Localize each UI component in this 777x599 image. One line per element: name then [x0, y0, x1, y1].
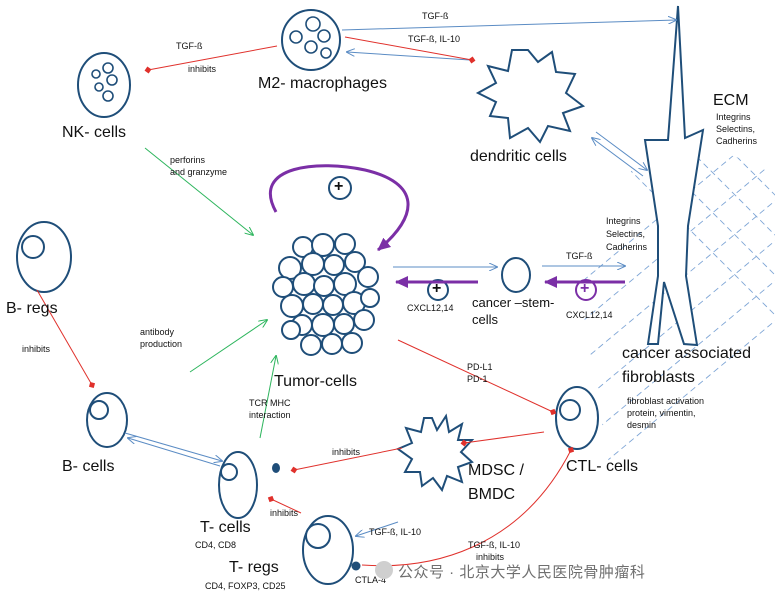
plus-badge-tumor: [427, 279, 449, 301]
watermark-text: 公众号 · 北京大学人民医院骨肿瘤科: [398, 564, 646, 581]
treg-tgf-il10-label: TGF-ß, IL-10: [369, 527, 422, 537]
caf-markers-line3: desmin: [627, 420, 657, 430]
dendritic-cell-shape: [475, 49, 586, 144]
caf-markers-line2: protein, vimentin,: [627, 408, 696, 418]
nk-inhibits-label: inhibits: [188, 64, 217, 74]
ecm-label: ECM: [713, 92, 749, 109]
t-cells-markers-label: CD4, CD8: [195, 540, 237, 550]
caf-cadherins-label: Cadherins: [606, 242, 648, 252]
b-regs-inhibits-label: inhibits: [22, 344, 51, 354]
cancer-stem-cells-label-line2: cells: [472, 312, 499, 327]
antibody-label-line1: antibody: [140, 327, 175, 337]
tgf-il10-top-label: TGF-ß, IL-10: [408, 34, 461, 44]
caf-integrins-label: Integrins: [606, 216, 641, 226]
mdsc-cell-shape: [395, 413, 475, 493]
pd-l1-label: PD-L1: [467, 362, 493, 372]
plus-badge-stem: [575, 279, 597, 301]
nk-tgf-label: TGF-ß: [176, 41, 203, 51]
t-reg-cell-shape: [302, 515, 361, 585]
ctl-cells-label: CTL- cells: [566, 458, 639, 475]
b-cells-label: B- cells: [62, 458, 115, 475]
caf-tgf-label: TGF-ß: [566, 251, 593, 261]
plus-badge-top: [328, 176, 352, 200]
watermark-logo-icon: [375, 561, 393, 579]
m2-macrophages-label: M2- macrophages: [258, 75, 387, 92]
tumor-cells-label: Tumor-cells: [274, 373, 357, 390]
tumor-cell-cluster: [272, 233, 380, 356]
cxcl-right-label: CXCL12,14: [566, 310, 613, 320]
ecm-fibroblast-shape: [643, 5, 705, 347]
ctl-tgf-il10-label: TGF-ß, IL-10: [468, 540, 521, 550]
cancer-stem-cell-shape: [501, 257, 531, 293]
caf-label-line2: fibroblasts: [622, 369, 695, 386]
ctl-cell-shape: [555, 386, 599, 450]
green-promoting-arrows: [144, 147, 276, 439]
b-cell-shape: [86, 392, 128, 448]
t-cells-label: T- cells: [200, 519, 251, 536]
mdsc-inhibits-label: inhibits: [332, 447, 361, 457]
plus-sign-top: +: [334, 178, 344, 195]
ecm-integrins-label: Integrins: [716, 112, 751, 122]
ctla4-label: CTLA-4: [355, 575, 387, 585]
perforins-label-line2: and granzyme: [170, 167, 228, 177]
ctla4-receptor: [351, 561, 361, 571]
ecm-selectins-label: Selectins,: [716, 124, 756, 134]
mdsc-label-line2: BMDC: [468, 486, 516, 503]
tcr-label-line2: interaction: [249, 410, 291, 420]
t-cell-receptor: [272, 463, 280, 473]
cxcl-left-label: CXCL12,14: [407, 303, 454, 313]
t-regs-markers-label: CD4, FOXP3, CD25: [205, 581, 286, 591]
caf-selectins-label: Selectins,: [606, 229, 646, 239]
ctl-inhibits-label: inhibits: [476, 552, 505, 562]
mdsc-label-line1: MDSC /: [468, 462, 524, 479]
blue-arrows: [124, 20, 676, 536]
perforins-label-line1: perforins: [170, 155, 206, 165]
treg-inhibits-label: inhibits: [270, 508, 299, 518]
pd-1-label: PD-1: [467, 374, 488, 384]
t-cell-shape: [218, 451, 280, 519]
self-renewal-loop: [268, 164, 410, 252]
antibody-label-line2: production: [140, 339, 183, 349]
b-reg-cell-shape: [16, 221, 72, 293]
m2-macrophage-shape: [281, 9, 341, 71]
caf-markers-line1: fibroblast activation: [627, 396, 705, 406]
tcr-label-line1: TCR MHC: [249, 398, 291, 408]
dendritic-cells-label: dendritic cells: [470, 148, 567, 165]
ecm-cadherins-label: Cadherins: [716, 136, 758, 146]
nk-cells-label: NK- cells: [62, 124, 127, 141]
plus-sign-tumor: +: [432, 280, 442, 297]
caf-label-line1: cancer associated: [622, 345, 751, 362]
tgf-top-label: TGF-ß: [422, 11, 449, 21]
t-regs-label: T- regs: [229, 559, 279, 576]
b-regs-label: B- regs: [6, 300, 58, 317]
cancer-stem-cells-label-line1: cancer –stem-: [472, 295, 555, 310]
nk-cell-shape: [77, 52, 131, 118]
plus-sign-stem: +: [580, 280, 590, 297]
